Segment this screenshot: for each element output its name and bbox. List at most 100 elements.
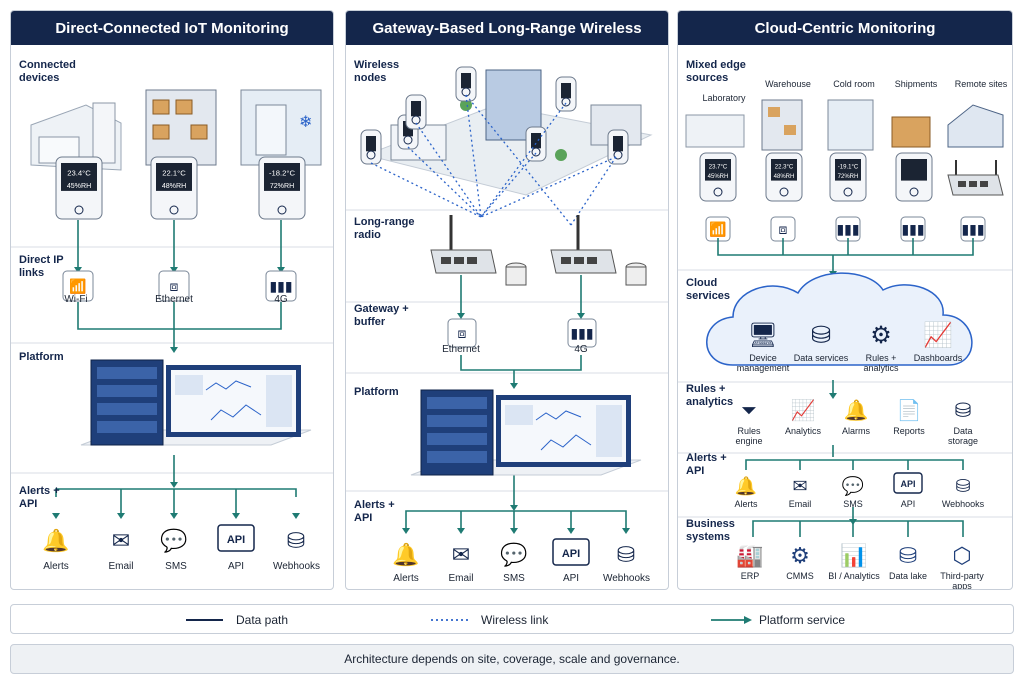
webhooks-icon: ⛁ <box>287 528 305 553</box>
legend-platform: Platform service <box>759 613 846 627</box>
cellular-icon: ▮▮▮ <box>265 270 297 302</box>
svg-text:💬: 💬 <box>500 542 527 567</box>
warehouse-scene <box>145 89 217 166</box>
cloud-label-device-management: Device management <box>736 353 790 373</box>
api-icon: API <box>552 538 590 566</box>
panel-title: Cloud-Centric Monitoring <box>678 11 1012 45</box>
campus-scene <box>364 69 653 196</box>
section-label-cloud: Cloud services <box>686 277 731 302</box>
email-icon: ✉ <box>452 542 470 567</box>
svg-text:▮▮▮: ▮▮▮ <box>570 325 593 341</box>
svg-text:▮▮▮: ▮▮▮ <box>836 221 859 237</box>
rules-label-reports: Reports <box>893 426 925 436</box>
output-label-sms: SMS <box>843 499 863 509</box>
gateway-right <box>550 215 647 286</box>
svg-text:📊: 📊 <box>840 543 867 568</box>
source-label-remote-sites: Remote sites <box>954 79 1008 89</box>
svg-text:API: API <box>227 534 245 546</box>
alarms-icon: 🔔 <box>844 399 869 422</box>
wireless-node-4 <box>455 66 477 102</box>
svg-text:📶: 📶 <box>69 278 86 295</box>
alerts-icon: 🔔 <box>42 528 69 553</box>
legend-wireless: Wireless link <box>481 613 549 627</box>
gateway-link-ethernet: Ethernet <box>442 344 480 355</box>
output-label-sms: SMS <box>165 561 187 572</box>
remote-gateway <box>947 160 1004 196</box>
reports-icon: 📄 <box>897 398 922 422</box>
data-storage-icon: ⛁ <box>955 400 972 422</box>
email-icon: ✉ <box>792 476 807 496</box>
ethernet-icon: ⧈ <box>770 216 796 242</box>
sensor-reading: 23.4°C <box>67 168 91 177</box>
panel-title: Gateway-Based Long-Range Wireless <box>346 11 668 45</box>
business-label-datalake: Data lake <box>888 571 928 581</box>
section-label-links: Direct IP links <box>19 254 64 279</box>
bi-analytics-icon: 📊 <box>840 543 867 568</box>
cloud-shape <box>706 272 973 366</box>
svg-text:▮▮▮: ▮▮▮ <box>961 221 984 237</box>
wireless-node-7 <box>607 129 629 165</box>
data-services-icon: ⛁ <box>811 322 831 349</box>
rules-label-storage: Data storage <box>947 426 979 446</box>
alerts-icon: 🔔 <box>392 542 419 567</box>
source-scenes <box>685 99 1004 151</box>
svg-text:▮▮▮: ▮▮▮ <box>901 221 924 237</box>
svg-text:⛁: ⛁ <box>617 542 635 567</box>
output-label-alerts: Alerts <box>393 573 419 584</box>
email-icon: ✉ <box>112 528 130 553</box>
sensor-reading: 48%RH <box>774 174 795 180</box>
output-label-email: Email <box>448 573 474 584</box>
dashboards-icon: 📈 <box>923 321 953 349</box>
cloud-label-data-services: Data services <box>793 353 849 363</box>
section-label-business: Business systems <box>686 518 735 543</box>
section-label-devices: Connected devices <box>19 59 76 84</box>
footer-note: Architecture depends on site, coverage, … <box>10 644 1014 674</box>
section-label-platform: Platform <box>19 351 64 363</box>
sensor-device-3: -18.2°C72%RH <box>258 156 306 220</box>
cellular-icon: ▮▮▮ <box>960 216 986 242</box>
output-label-api: API <box>900 499 916 509</box>
sensor-reading: 22.3°C <box>775 165 794 171</box>
svg-text:📶: 📶 <box>709 221 726 238</box>
rules-label-engine: Rules engine <box>735 426 763 446</box>
legend-data-path: Data path <box>236 613 289 627</box>
svg-text:🖥: 🖥 <box>748 322 778 349</box>
output-label-email: Email <box>108 561 134 572</box>
svg-text:⧈: ⧈ <box>779 221 788 237</box>
section-label-sources: Mixed edge sources <box>686 59 746 84</box>
wireless-node-3 <box>405 94 427 130</box>
sensor-reading: -19.1°C <box>838 165 859 171</box>
business-label-cmms: CMMS <box>786 571 814 581</box>
ethernet-icon: ⧈ <box>447 318 477 348</box>
svg-text:⬡: ⬡ <box>952 543 971 568</box>
svg-text:⧈: ⧈ <box>170 278 179 294</box>
svg-text:✉: ✉ <box>452 542 470 567</box>
rules-analytics-icon: ⚙ <box>870 322 892 349</box>
svg-text:⛁: ⛁ <box>811 322 831 349</box>
business-label-thirdparty: Third-party apps <box>940 571 984 590</box>
output-label-alerts: Alerts <box>734 499 758 509</box>
sms-icon: 💬 <box>160 528 187 553</box>
svg-text:🔔: 🔔 <box>42 528 69 553</box>
output-label-api: API <box>227 561 245 572</box>
section-label-gateway: Gateway + buffer <box>354 303 409 328</box>
sensor-reading: 45%RH <box>67 183 91 190</box>
sensor-reading: 22.1°C <box>162 168 186 177</box>
source-sensor-cold-room: -19.1°C72%RH <box>829 152 867 202</box>
ethernet-icon: ⧈ <box>158 270 190 302</box>
svg-text:📈: 📈 <box>923 321 953 349</box>
svg-text:⛁: ⛁ <box>955 400 972 422</box>
rules-label-analytics: Analytics <box>784 426 821 436</box>
business-label-erp: ERP <box>740 571 760 581</box>
cmms-icon: ⚙ <box>790 543 810 568</box>
svg-text:⚙: ⚙ <box>790 543 810 568</box>
link-label-ethernet: Ethernet <box>155 294 193 305</box>
link-label-wifi: Wi-Fi <box>64 294 88 305</box>
svg-text:API: API <box>900 479 915 489</box>
panel-direct-connected: Direct-Connected IoT Monitoring ❄ 23.4°C… <box>10 10 334 590</box>
source-label-cold-room: Cold room <box>833 79 875 89</box>
api-icon: API <box>217 524 255 552</box>
legend-lines <box>186 616 752 624</box>
